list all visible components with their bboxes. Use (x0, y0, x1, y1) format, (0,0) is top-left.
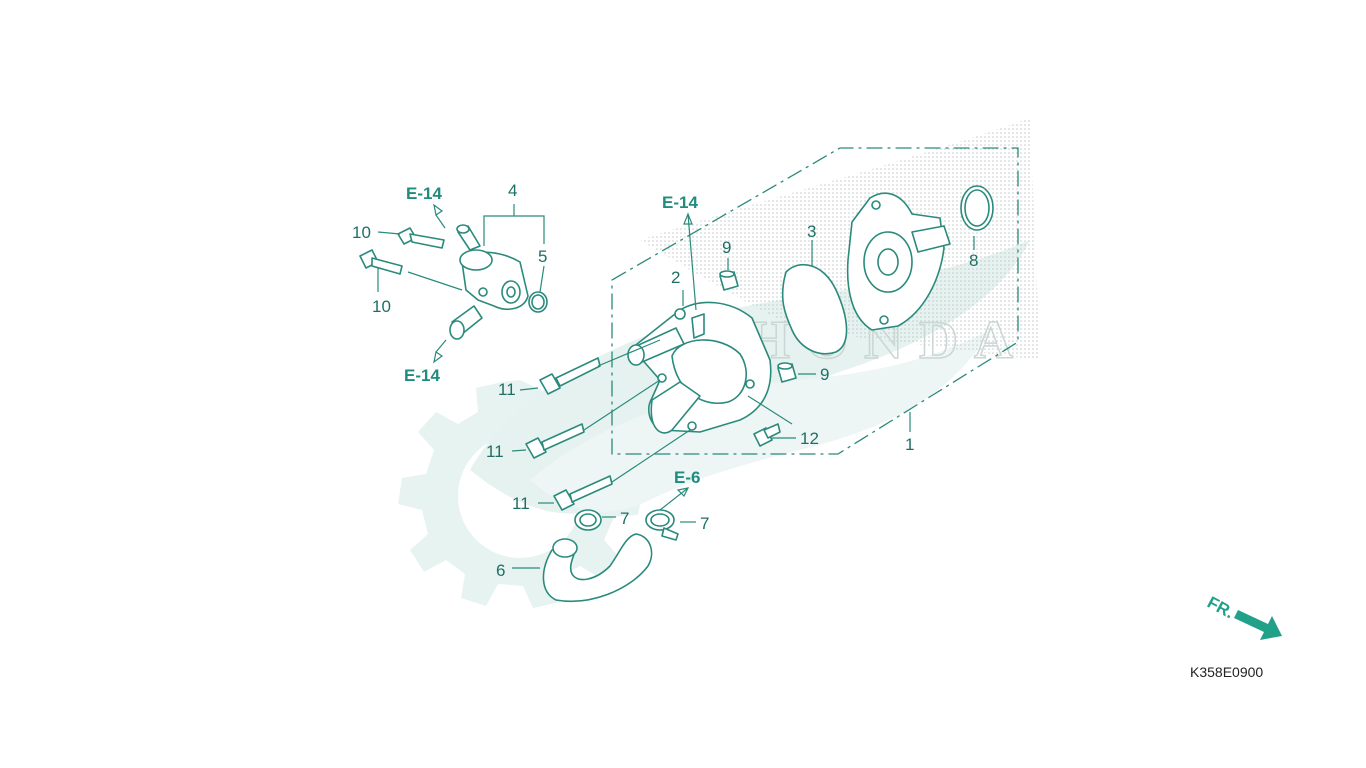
callout-11b: 11 (486, 442, 504, 461)
part-dowel-9a (719, 270, 739, 291)
leader-lines (377, 203, 975, 569)
part-clamp-7b (645, 509, 679, 541)
callout-9b: 9 (820, 365, 829, 384)
part-dowel-9b (777, 362, 797, 383)
callout-10a: 10 (352, 223, 371, 242)
part-o-ring-5 (528, 291, 548, 313)
front-direction-arrow-icon (1234, 610, 1282, 640)
part-gasket-3 (781, 263, 848, 355)
callout-9a: 9 (722, 238, 731, 257)
callout-2: 2 (671, 268, 680, 287)
part-bolt-12 (753, 423, 781, 447)
part-clamp-7a (574, 509, 602, 531)
ref-e6: E-6 (674, 468, 700, 487)
callout-11c: 11 (512, 494, 530, 513)
part-bolt-11b (525, 423, 585, 459)
ref-e14-center: E-14 (662, 193, 698, 212)
part-water-pump-cover (627, 301, 772, 434)
callout-12: 12 (800, 429, 819, 448)
dotted-shading (640, 118, 1040, 360)
callout-1: 1 (905, 435, 914, 454)
part-pump-body (846, 192, 951, 331)
diagram-code: K358E0900 (1190, 664, 1263, 680)
callout-7b: 7 (700, 514, 709, 533)
part-bolt-10b (359, 249, 403, 275)
part-o-ring-8 (960, 185, 994, 231)
callout-5: 5 (538, 247, 547, 266)
front-direction-label: FR. (1204, 593, 1237, 623)
part-bolt-11c (553, 475, 613, 511)
callout-4: 4 (508, 181, 517, 200)
callout-6: 6 (496, 561, 505, 580)
ref-e14-bottom-left: E-14 (404, 366, 440, 385)
callout-10b: 10 (372, 297, 391, 316)
callout-8: 8 (969, 251, 978, 270)
callout-11a: 11 (498, 380, 516, 399)
part-bolt-11a (539, 357, 601, 395)
assembly-outline (611, 147, 1019, 455)
callout-3: 3 (807, 222, 816, 241)
part-thermostat-housing (449, 224, 529, 340)
ref-e14-top-left: E-14 (406, 184, 442, 203)
part-bolt-10a (397, 227, 445, 249)
callout-7a: 7 (620, 509, 629, 528)
